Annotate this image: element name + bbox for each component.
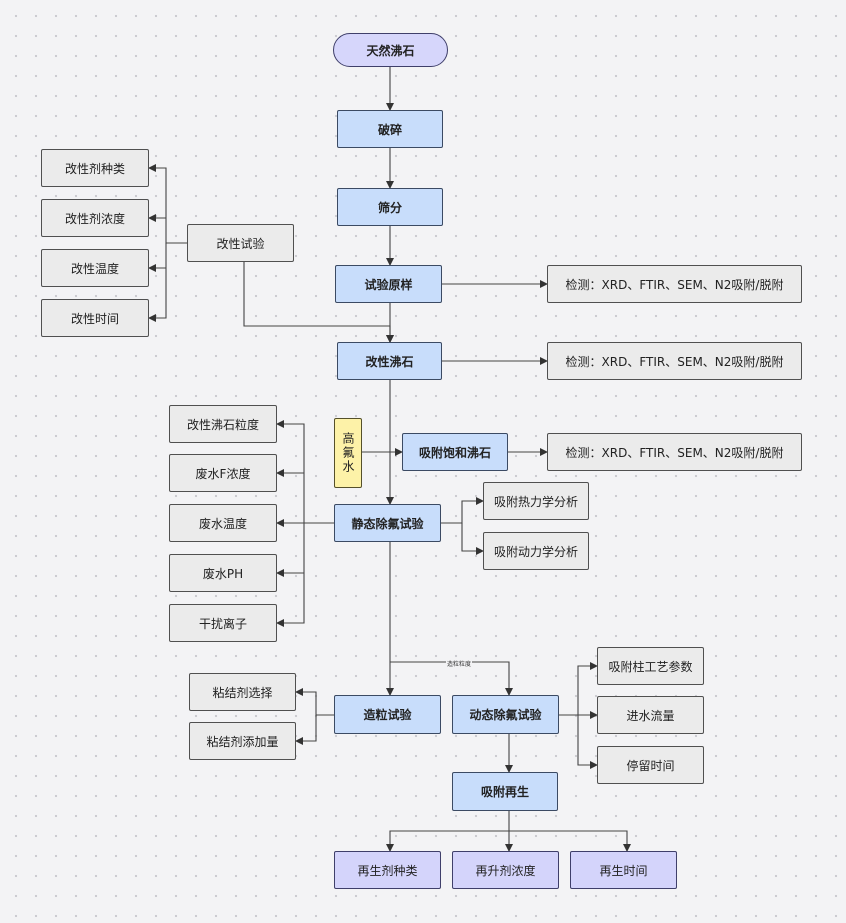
arrow-dyn-residence [577, 715, 598, 769]
arrow-mod-agent-type [148, 164, 187, 244]
node-high-fluoride-water[interactable]: 高氟水 [334, 418, 362, 488]
node-regeneration[interactable]: 吸附再生 [452, 772, 558, 811]
arrow-mod-time [148, 243, 167, 322]
node-thermodynamics[interactable]: 吸附热力学分析 [483, 482, 589, 520]
node-regen-time[interactable]: 再生时间 [570, 851, 677, 889]
arrow-to-dynamic [390, 661, 513, 696]
node-agent-concentration[interactable]: 改性剂浓度 [41, 199, 149, 237]
node-modified-zeolite[interactable]: 改性沸石 [337, 342, 442, 380]
arrow-modtest-modified [243, 262, 394, 343]
node-modification-test[interactable]: 改性试验 [187, 224, 294, 262]
node-crush[interactable]: 破碎 [337, 110, 443, 148]
node-detection-saturated[interactable]: 检测：XRD、FTIR、SEM、N2吸附/脱附 [547, 433, 802, 471]
node-agent-type[interactable]: 改性剂种类 [41, 149, 149, 187]
arrow-static-ions [276, 523, 305, 627]
node-regen-agent-conc[interactable]: 再升剂浓度 [452, 851, 559, 889]
node-binder-amount[interactable]: 粘结剂添加量 [189, 722, 296, 760]
node-mod-temperature[interactable]: 改性温度 [41, 249, 149, 287]
node-regen-agent-type[interactable]: 再生剂种类 [334, 851, 441, 889]
arrow-gran-binder-choice [295, 688, 334, 716]
node-detection-raw[interactable]: 检测：XRD、FTIR、SEM、N2吸附/脱附 [547, 265, 802, 303]
arrow-gran-binder-amount [295, 715, 317, 745]
node-raw-sample[interactable]: 试验原样 [335, 265, 442, 303]
node-sieve[interactable]: 筛分 [337, 188, 443, 226]
arrow-regen-agent [386, 811, 510, 852]
arrow-regen-time [509, 830, 631, 852]
node-saturated-zeolite[interactable]: 吸附饱和沸石 [402, 433, 508, 471]
arrow-static-thermo [441, 497, 484, 524]
node-wastewater-f[interactable]: 废水F浓度 [169, 454, 277, 492]
node-dynamic-test[interactable]: 动态除氟试验 [452, 695, 559, 734]
node-column-params[interactable]: 吸附柱工艺参数 [597, 647, 704, 685]
node-residence-time[interactable]: 停留时间 [597, 746, 704, 784]
node-binder-choice[interactable]: 粘结剂选择 [189, 673, 296, 711]
node-zeolite-particle-size[interactable]: 改性沸石粒度 [169, 405, 277, 443]
node-interfering-ions[interactable]: 干扰离子 [169, 604, 277, 642]
node-wastewater-ph[interactable]: 废水PH [169, 554, 277, 592]
arrow-dyn-column [559, 662, 598, 716]
node-kinetics[interactable]: 吸附动力学分析 [483, 532, 589, 570]
node-detection-modified[interactable]: 检测：XRD、FTIR、SEM、N2吸附/脱附 [547, 342, 802, 380]
node-mod-time[interactable]: 改性时间 [41, 299, 149, 337]
node-start[interactable]: 天然沸石 [333, 33, 448, 67]
node-wastewater-temp[interactable]: 废水温度 [169, 504, 277, 542]
arrow-static-size [276, 420, 305, 523]
edge-label-granule-size: 造粒粒度 [446, 659, 473, 668]
node-inflow[interactable]: 进水流量 [597, 696, 704, 734]
node-static-test[interactable]: 静态除氟试验 [334, 504, 441, 542]
arrow-static-kinetics [461, 523, 484, 555]
node-granulation-test[interactable]: 造粒试验 [334, 695, 441, 734]
